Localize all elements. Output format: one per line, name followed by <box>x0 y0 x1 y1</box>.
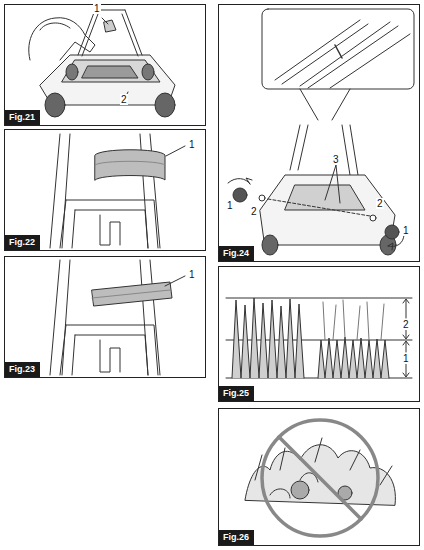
callout-number: 2 <box>402 319 410 330</box>
figure-panel: Fig.23 <box>4 256 206 378</box>
grass-bag-flap-open <box>50 134 185 248</box>
callout-number: 2 <box>376 198 384 209</box>
figure-panel: Fig.21 <box>4 4 206 126</box>
callout-number: 3 <box>332 154 340 165</box>
callout-number: 1 <box>226 200 234 211</box>
figure-panel: Fig.25 <box>218 266 420 402</box>
callout-number: 2 <box>250 206 258 217</box>
figure-panel: Fig.24 <box>218 4 420 262</box>
figure-number: Fig.24 <box>219 246 254 261</box>
figure-number: Fig.23 <box>5 362 40 377</box>
figure-number: Fig.21 <box>5 110 40 125</box>
callout-number: 2 <box>120 94 128 105</box>
mower-drawing <box>29 10 175 117</box>
callout-number: 1 <box>402 225 410 236</box>
handle-assembly <box>228 9 414 255</box>
callout-number: 1 <box>93 3 101 14</box>
callout-number: 1 <box>188 139 196 150</box>
figure-number: Fig.25 <box>219 386 254 401</box>
figure-panel: Fig.26 <box>218 408 420 546</box>
callout-number: 1 <box>188 269 196 280</box>
callout-number: 1 <box>402 353 410 364</box>
grass-height <box>226 298 412 378</box>
figure-number: Fig.26 <box>219 530 254 545</box>
grass-bag-flap-closed <box>50 260 185 375</box>
figure-number: Fig.22 <box>5 235 40 250</box>
figure-panel: Fig.22 <box>4 129 206 251</box>
do-not-symbol <box>245 420 395 536</box>
